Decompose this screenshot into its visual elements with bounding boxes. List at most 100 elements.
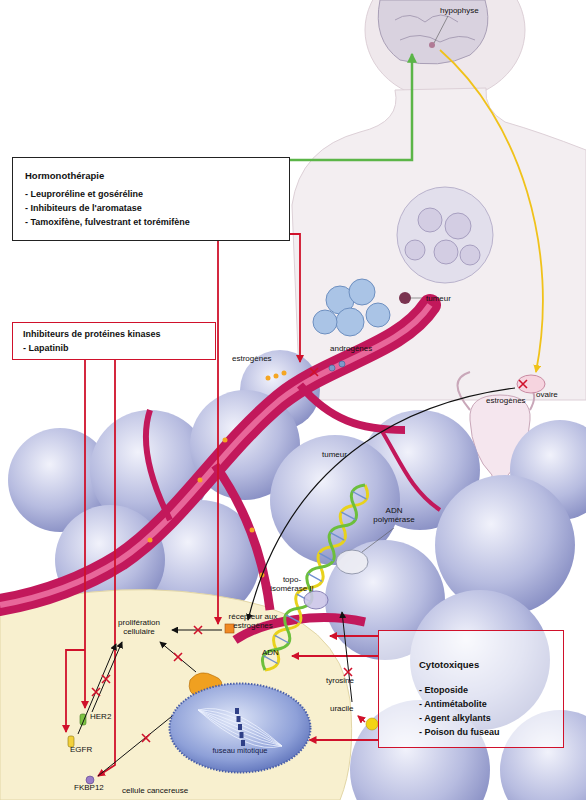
box-item: - Antimétabolite <box>419 697 555 711</box>
black-arrow <box>78 644 116 734</box>
box-item: - Inhibiteurs de l'aromatase <box>25 201 277 215</box>
therapy-box: Hormonothérapie - Leuproréline et gosérél… <box>12 157 290 241</box>
nucleus-outline <box>170 684 311 773</box>
dna-rung <box>286 615 300 623</box>
dna-rung <box>330 533 344 541</box>
artery <box>0 305 430 605</box>
dna-rung <box>341 512 355 520</box>
brain-gyri <box>395 15 475 42</box>
box-heading: Inhibiteurs de protéines kinases <box>23 328 207 340</box>
box-heading: Hormonothérapie <box>25 169 277 183</box>
part-label: FKBP12 <box>74 783 104 792</box>
estrogen-dot <box>266 376 271 381</box>
red-arrow <box>292 655 378 657</box>
lobule <box>405 240 425 260</box>
green-arrow <box>290 54 412 160</box>
lobule <box>445 213 471 239</box>
chromosome <box>235 708 239 714</box>
dna-rung <box>319 553 333 561</box>
black-arrow <box>160 642 196 672</box>
dna-rung <box>308 574 322 582</box>
yellow-arrow <box>440 50 543 372</box>
red-arrow <box>290 234 300 362</box>
red-arrow <box>66 650 85 732</box>
chromosome <box>240 732 244 738</box>
spindle-ellipse: fuseau mitotique <box>168 682 312 774</box>
part-label: ovaire <box>536 390 558 399</box>
dna-polymerase <box>336 550 368 574</box>
part-label: tyrosine <box>326 676 354 685</box>
box-item: - Agent alkylants <box>419 711 555 725</box>
spindle-fiber <box>198 710 282 746</box>
block-cross <box>194 626 202 634</box>
tumor-spot <box>399 292 411 304</box>
head-silhouette <box>365 0 525 100</box>
dna-rung <box>353 492 367 500</box>
box-item: - Lapatinib <box>23 342 207 354</box>
chromosome <box>241 740 245 746</box>
part-label: tumeur <box>426 294 451 303</box>
lobule <box>460 245 480 265</box>
block-cross <box>102 675 110 683</box>
part-label: cellule cancereuse <box>122 786 188 795</box>
part-label: hypophyse <box>440 6 479 15</box>
dna-rungs <box>264 492 367 664</box>
black-arrow <box>248 388 515 620</box>
artery-branch <box>380 428 440 510</box>
dna-strand <box>265 485 368 670</box>
part-label: récepteur aux estrogènes <box>222 612 284 630</box>
tumor-lobule <box>336 308 364 336</box>
artery-highlight <box>0 305 430 605</box>
estrogen-dot <box>250 528 255 533</box>
spindle-fiber <box>198 710 282 746</box>
artery-branch <box>146 410 170 520</box>
block-cross <box>310 368 318 376</box>
topoisomerase <box>304 591 328 609</box>
breast <box>397 187 493 283</box>
chromosome <box>238 724 242 730</box>
block-cross <box>92 688 100 696</box>
red-arrow <box>330 635 378 637</box>
estrogen-dot <box>282 371 287 376</box>
black-arrow <box>92 642 122 712</box>
chromosome <box>237 716 241 722</box>
spindle-fiber <box>198 710 282 746</box>
spindle-fiber <box>198 709 282 747</box>
box-item: - Poison du fuseau <box>419 725 555 739</box>
part-label: ADN polymérase <box>368 506 420 524</box>
part-label: androgènes <box>330 344 372 353</box>
box-item: - Leuproréline et goséréline <box>25 187 277 201</box>
estrogen-dot <box>274 374 279 379</box>
box-heading: Cytotoxiques <box>419 658 555 672</box>
fkbp12-protein <box>86 776 94 784</box>
tumor-cell <box>435 475 575 615</box>
red-arrow <box>217 241 219 624</box>
tumor-lobule <box>366 303 390 327</box>
estrogen-receptor <box>225 624 234 633</box>
lobule <box>418 208 442 232</box>
part-label: uracile <box>330 704 354 713</box>
torso-silhouette <box>292 88 586 400</box>
therapy-box: Inhibiteurs de protéines kinases - Lapati… <box>12 322 216 360</box>
part-label: ADN <box>262 648 279 657</box>
connector-arrow <box>310 739 378 741</box>
dna-strand <box>262 485 365 670</box>
dna-rung <box>264 656 278 664</box>
red-arrow <box>84 360 86 708</box>
box-item: - Tamoxifène, fulvestrant et torémifène <box>25 215 277 229</box>
block-cross <box>174 653 182 661</box>
spindle-fiber <box>198 710 282 748</box>
androgen-dot <box>329 365 335 371</box>
artery-branch <box>300 385 405 430</box>
part-label: topo-isomérase II <box>266 575 318 593</box>
dna-rung <box>275 635 289 643</box>
lobule <box>434 240 458 264</box>
leader-line <box>362 528 394 552</box>
estrogen-dot <box>223 438 228 443</box>
block-cross <box>344 668 352 676</box>
part-label: estrogènes <box>486 396 526 405</box>
antimetabolite <box>366 718 378 730</box>
